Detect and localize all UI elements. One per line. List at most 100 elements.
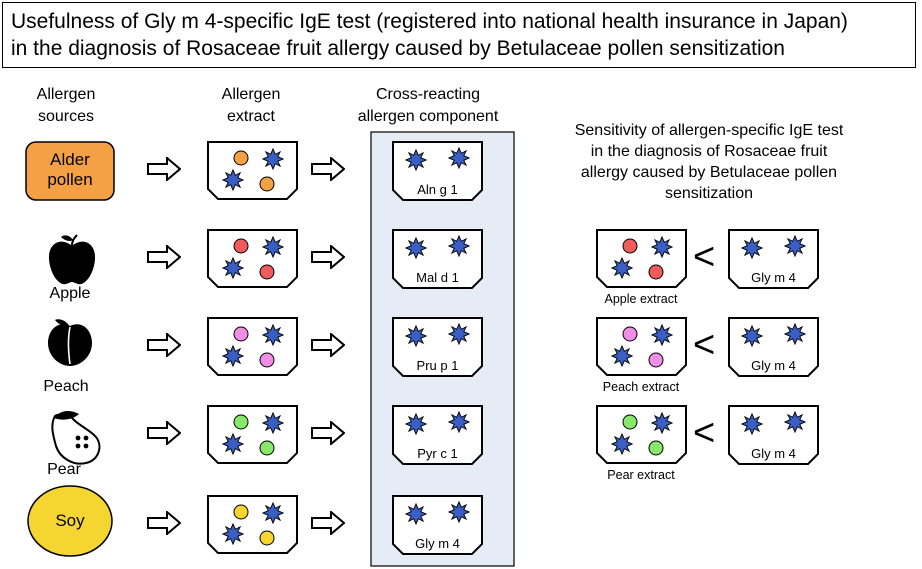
header-extract: Allergen extract — [203, 84, 299, 128]
component-pear-star-2 — [448, 411, 470, 433]
sens-component-label-apple: Gly m 4 — [751, 270, 796, 285]
extract-arrow-soy — [311, 511, 345, 535]
extract-pear-star-1 — [262, 412, 284, 434]
extract-pear-tray — [207, 405, 298, 464]
sens-component-label-peach: Gly m 4 — [751, 358, 796, 373]
component-pear-star-1 — [405, 413, 427, 435]
right-layer — [596, 229, 819, 465]
header-component: Cross-reacting allergen component — [338, 84, 518, 128]
extract-soy-star-1 — [262, 502, 284, 524]
component-label-apple: Mal d 1 — [416, 270, 459, 285]
component-apple-star-2 — [448, 235, 470, 257]
title-line-2: in the diagnosis of Rosaceae fruit aller… — [11, 37, 785, 60]
extract-apple-star-1 — [262, 236, 284, 258]
rows-layer — [147, 141, 483, 555]
header-sources-line1: Allergen — [36, 86, 96, 103]
header-component-line1: Cross-reacting — [375, 86, 481, 103]
source-arrow-pear — [147, 421, 181, 445]
extract-soy-star-2 — [222, 523, 244, 545]
less-than-sign-apple: < — [693, 236, 716, 278]
extract-arrow-pear — [311, 421, 345, 445]
extract-soy-tray — [207, 495, 298, 554]
extract-pear-dot-1 — [233, 414, 249, 430]
sens-extract-pear-dot-2 — [648, 440, 664, 456]
sens-component-peach-star-2 — [784, 323, 806, 345]
sens-component-label-pear: Gly m 4 — [751, 446, 796, 461]
alder-label-line1: Alder — [50, 150, 90, 169]
extract-apple-dot-2 — [259, 264, 275, 280]
sensitivity-line-4: sensitization — [664, 185, 754, 202]
extract-apple-dot-1 — [233, 238, 249, 254]
peach-icon — [48, 319, 92, 366]
alder-pollen-box — [25, 141, 115, 201]
component-alder-star-2 — [448, 147, 470, 169]
soy-circle — [27, 485, 113, 557]
sens-component-pear-star-2 — [784, 411, 806, 433]
extract-peach-dot-1 — [233, 326, 249, 342]
sens-extract-peach-tray — [596, 317, 687, 376]
component-peach-star-1 — [405, 325, 427, 347]
sensitivity-text: Sensitivity of allergen-specific IgE tes… — [543, 120, 875, 204]
soy-label: Soy — [55, 511, 85, 530]
component-label-soy: Gly m 4 — [415, 536, 460, 551]
sens-extract-peach-star-2 — [611, 345, 633, 367]
sens-caption-apple: Apple extract — [604, 292, 678, 306]
extract-alder-tray — [207, 141, 298, 200]
sens-component-apple-star-2 — [784, 235, 806, 257]
extract-alder-dot-1 — [233, 150, 249, 166]
header-sources: Allergen sources — [18, 84, 114, 128]
header-sources-line2: sources — [37, 108, 95, 125]
extract-arrow-apple — [311, 245, 345, 269]
sens-caption-pear: Pear extract — [607, 468, 675, 482]
alder-label: Alder pollen — [26, 150, 114, 190]
source-arrow-apple — [147, 245, 181, 269]
sens-extract-apple-dot-2 — [648, 264, 664, 280]
source-arrow-peach — [147, 333, 181, 357]
extract-soy-dot-2 — [259, 530, 275, 546]
component-soy-star-2 — [448, 501, 470, 523]
alder-label-line2: pollen — [47, 170, 93, 189]
header-extract-line2: extract — [226, 108, 275, 125]
sensitivity-line-1: Sensitivity of allergen-specific IgE tes… — [574, 122, 844, 139]
extract-alder-star-1 — [262, 148, 284, 170]
sens-extract-peach-dot-1 — [622, 326, 638, 342]
pear-icon — [51, 410, 101, 465]
component-peach-star-2 — [448, 323, 470, 345]
less-than-sign-peach: < — [693, 324, 716, 366]
extract-apple-tray — [207, 229, 298, 288]
sensitivity-line-3: allergy caused by Betulaceae pollen — [580, 164, 838, 181]
sens-component-apple-star-1 — [741, 237, 763, 259]
component-label-alder: Aln g 1 — [417, 182, 458, 197]
extract-peach-star-1 — [262, 324, 284, 346]
title-line-1: Usefulness of Gly m 4-specific IgE test … — [11, 10, 848, 33]
apple-icon — [48, 234, 96, 285]
sens-extract-pear-dot-1 — [622, 414, 638, 430]
extract-alder-star-2 — [222, 169, 244, 191]
source-arrow-soy — [147, 511, 181, 535]
extract-pear-star-2 — [222, 433, 244, 455]
extract-apple-star-2 — [222, 257, 244, 279]
component-label-peach: Pru p 1 — [416, 358, 459, 373]
sens-extract-apple-tray — [596, 229, 687, 288]
sens-extract-peach-star-1 — [651, 324, 673, 346]
extract-pear-dot-2 — [259, 440, 275, 456]
extract-soy-dot-1 — [233, 504, 249, 520]
component-label-pear: Pyr c 1 — [417, 446, 458, 461]
header-component-line2: allergen component — [357, 108, 499, 125]
extract-peach-tray — [207, 317, 298, 376]
pear-label: Pear — [47, 461, 81, 478]
sens-extract-pear-tray — [596, 405, 687, 464]
title-box: Usefulness of Gly m 4-specific IgE test … — [2, 2, 916, 68]
component-alder-star-1 — [405, 149, 427, 171]
less-than-sign-pear: < — [693, 412, 716, 454]
sens-extract-peach-dot-2 — [648, 352, 664, 368]
sens-component-peach-star-1 — [741, 325, 763, 347]
header-extract-line1: Allergen — [221, 86, 281, 103]
apple-label: Apple — [49, 285, 91, 302]
sensitivity-line-2: in the diagnosis of Rosaceae fruit — [590, 143, 828, 160]
sens-extract-apple-star-2 — [611, 257, 633, 279]
extract-arrow-peach — [311, 333, 345, 357]
sens-extract-apple-star-1 — [651, 236, 673, 258]
component-soy-star-1 — [405, 503, 427, 525]
